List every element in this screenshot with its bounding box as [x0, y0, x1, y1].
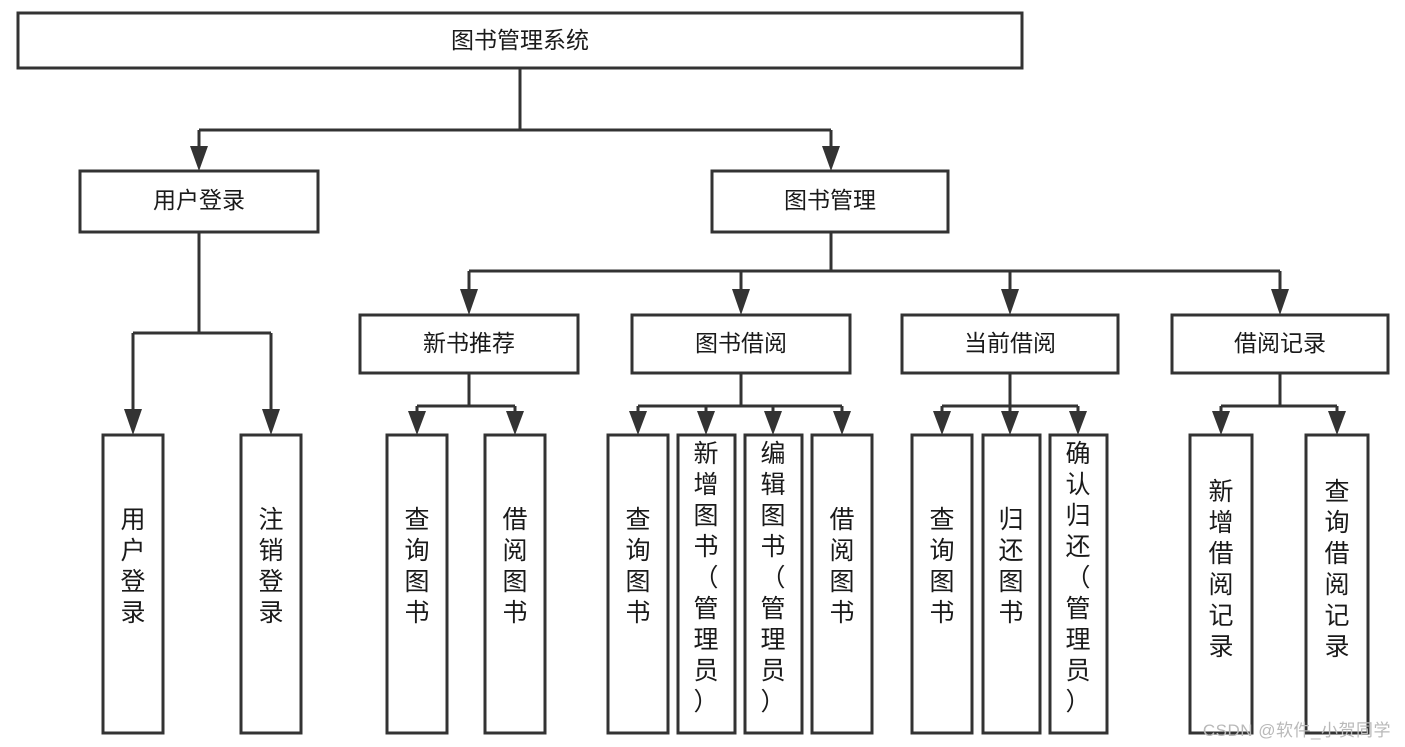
node-leaf-rec-query-book-label: 查询图书 [404, 506, 429, 627]
node-current-borrow-label: 当前借阅 [964, 330, 1056, 356]
arrow-to-current-borrow [1001, 289, 1019, 315]
node-leaf-cur-query-book[interactable]: 查询图书 [910, 433, 974, 735]
connector-group-book-borrow [629, 373, 851, 435]
node-leaf-user-login-box[interactable] [101, 433, 165, 735]
arrow-to-new-book-rec [460, 289, 478, 315]
arrow-to-book-borrow [732, 289, 750, 315]
arrow-to-leaf-edit-book [764, 411, 782, 435]
node-current-borrow[interactable]: 当前借阅 [900, 313, 1120, 375]
node-leaf-rec-query-book-box[interactable] [385, 433, 449, 735]
node-leaf-return-book-label: 归还图书 [998, 506, 1023, 627]
node-new-book-rec-label: 新书推荐 [423, 330, 515, 356]
arrow-to-leaf-borrow-book [833, 411, 851, 435]
arrow-to-leaf-query-record [1328, 411, 1346, 435]
node-book-manage-label: 图书管理 [784, 187, 876, 213]
node-root[interactable]: 图书管理系统 [16, 11, 1024, 70]
node-current-borrow-box[interactable] [900, 313, 1120, 375]
node-leaf-cur-query-book-label: 查询图书 [929, 506, 954, 627]
arrow-to-leaf-rec-query [408, 411, 426, 435]
node-leaf-add-book-admin-box[interactable] [676, 433, 737, 735]
arrow-to-leaf-return-book [1001, 411, 1019, 435]
node-leaf-user-login-label: 用户登录 [120, 506, 145, 627]
node-book-manage[interactable]: 图书管理 [710, 169, 950, 234]
node-leaf-user-login[interactable]: 用户登录 [101, 433, 165, 735]
node-borrow-record-box[interactable] [1170, 313, 1390, 375]
node-leaf-edit-book-admin[interactable]: 编辑图书（管理员） [743, 433, 804, 735]
connector-group-current-borrow [933, 373, 1087, 435]
node-user-login-label: 用户登录 [153, 187, 245, 213]
node-new-book-rec-box[interactable] [358, 313, 580, 375]
node-leaf-borrow-query-book[interactable]: 查询图书 [606, 433, 670, 735]
node-leaf-rec-borrow-book-label: 借阅图书 [502, 506, 527, 627]
node-leaf-borrow-query-book-box[interactable] [606, 433, 670, 735]
node-leaf-user-logout-label: 注销登录 [258, 506, 283, 627]
arrow-to-leaf-rec-borrow [506, 411, 524, 435]
node-leaf-confirm-return-admin[interactable]: 确认归还（管理员） [1048, 433, 1109, 735]
connector-group-new-book-rec [408, 373, 524, 435]
node-leaf-add-book-admin[interactable]: 新增图书（管理员） [676, 433, 737, 735]
arrow-to-leaf-borrow-query [629, 411, 647, 435]
arrow-to-leaf-cur-query [933, 411, 951, 435]
node-leaf-confirm-return-admin-label: 确认归还（管理员） [1065, 440, 1090, 716]
node-leaf-rec-borrow-book[interactable]: 借阅图书 [483, 433, 547, 735]
node-leaf-edit-book-admin-label: 编辑图书（管理员） [760, 440, 785, 716]
node-leaf-add-borrow-record-box[interactable] [1188, 433, 1254, 735]
node-leaf-add-borrow-record-label: 新增借阅记录 [1208, 478, 1233, 661]
arrow-to-user-login [190, 146, 208, 171]
node-root-label: 图书管理系统 [451, 27, 589, 53]
node-leaf-borrow-book-label: 借阅图书 [829, 506, 854, 627]
node-leaf-query-borrow-record-label: 查询借阅记录 [1324, 478, 1349, 661]
node-leaf-rec-query-book[interactable]: 查询图书 [385, 433, 449, 735]
node-book-borrow[interactable]: 图书借阅 [630, 313, 852, 375]
node-leaf-return-book[interactable]: 归还图书 [981, 433, 1042, 735]
arrow-to-leaf-add-record [1212, 411, 1230, 435]
node-user-login-box[interactable] [78, 169, 320, 234]
node-leaf-add-borrow-record[interactable]: 新增借阅记录 [1188, 433, 1254, 735]
connector-group-user-login [124, 232, 280, 435]
arrow-to-leaf-add-book [697, 411, 715, 435]
node-user-login[interactable]: 用户登录 [78, 169, 320, 234]
arrow-to-leaf-user-login [124, 409, 142, 435]
node-leaf-user-logout-box[interactable] [239, 433, 303, 735]
node-leaf-add-book-admin-label: 新增图书（管理员） [693, 440, 718, 716]
node-book-borrow-label: 图书借阅 [695, 330, 787, 356]
connector-group-root [190, 68, 840, 171]
node-book-borrow-box[interactable] [630, 313, 852, 375]
node-leaf-user-logout[interactable]: 注销登录 [239, 433, 303, 735]
node-leaf-confirm-return-admin-box[interactable] [1048, 433, 1109, 735]
arrow-to-borrow-record [1271, 289, 1289, 315]
node-book-manage-box[interactable] [710, 169, 950, 234]
node-root-box[interactable] [16, 11, 1024, 70]
node-leaf-return-book-box[interactable] [981, 433, 1042, 735]
node-leaf-rec-borrow-book-box[interactable] [483, 433, 547, 735]
node-borrow-record[interactable]: 借阅记录 [1170, 313, 1390, 375]
node-leaf-cur-query-book-box[interactable] [910, 433, 974, 735]
node-leaf-query-borrow-record[interactable]: 查询借阅记录 [1304, 433, 1370, 735]
arrow-to-leaf-user-logout [262, 409, 280, 435]
node-leaf-edit-book-admin-box[interactable] [743, 433, 804, 735]
node-borrow-record-label: 借阅记录 [1234, 330, 1326, 356]
node-leaf-borrow-book-box[interactable] [810, 433, 874, 735]
arrow-to-book-manage [822, 146, 840, 171]
arrow-to-leaf-confirm-return [1069, 411, 1087, 435]
connector-group-borrow-record [1212, 373, 1346, 435]
node-leaf-borrow-book[interactable]: 借阅图书 [810, 433, 874, 735]
connector-group-book-manage [460, 232, 1289, 315]
node-leaf-borrow-query-book-label: 查询图书 [625, 506, 650, 627]
node-leaf-query-borrow-record-box[interactable] [1304, 433, 1370, 735]
node-new-book-rec[interactable]: 新书推荐 [358, 313, 580, 375]
